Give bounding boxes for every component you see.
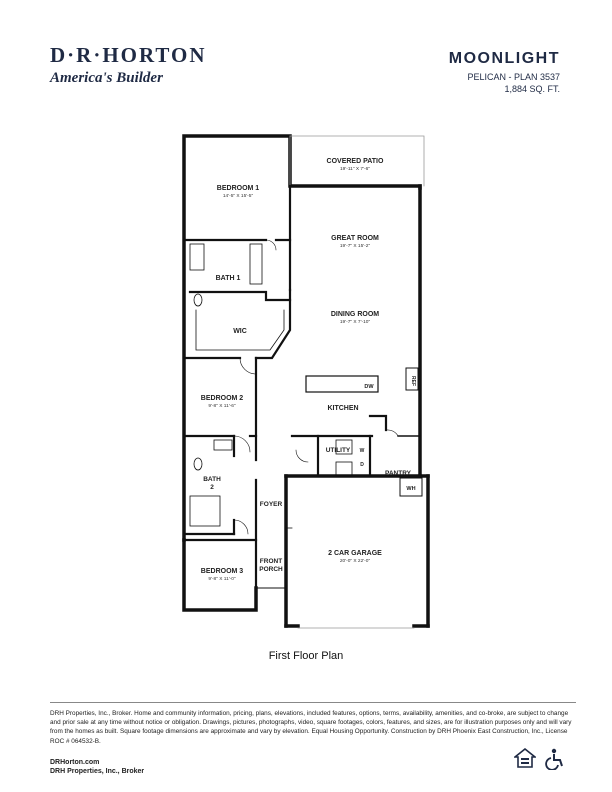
- dining-room-label: DINING ROOM: [331, 311, 379, 318]
- bath1-label: BATH 1: [216, 275, 241, 282]
- bath2-number: 2: [210, 484, 214, 491]
- footer-links: DRHorton.com DRH Properties, Inc., Broke…: [50, 758, 144, 776]
- front-porch-label: FRONT: [260, 558, 282, 565]
- garage-dims: 20'-0" X 22'-0": [340, 558, 371, 564]
- bath2-label: BATH: [203, 476, 221, 483]
- plan-name: MOONLIGHT: [448, 50, 560, 67]
- front-porch-label-2: PORCH: [259, 566, 283, 573]
- bedroom2-dims: 9'-8" X 11'-6": [208, 403, 236, 409]
- bedroom3-dims: 9'-8" X 11'-0": [208, 576, 236, 582]
- bedroom1-label: BEDROOM 1: [217, 185, 260, 192]
- foyer-label: FOYER: [260, 501, 283, 508]
- bedroom2-label: BEDROOM 2: [201, 395, 244, 402]
- covered-patio-label: COVERED PATIO: [327, 158, 384, 165]
- refrigerator-label: REF: [410, 376, 416, 386]
- covered-patio-dims: 19'-11" X 7'-6": [340, 166, 370, 172]
- bedroom3-label: BEDROOM 3: [201, 568, 244, 575]
- garage-label: 2 CAR GARAGE: [328, 550, 382, 557]
- wic-label: WIC: [233, 328, 247, 335]
- plan-sqft: 1,884 SQ. FT.: [504, 84, 560, 94]
- floor-plan-caption: First Floor Plan: [268, 650, 344, 662]
- legal-disclaimer: DRH Properties, Inc., Broker. Home and c…: [50, 710, 572, 745]
- bedroom1-dims: 14'-5" X 15'-5": [223, 193, 254, 199]
- water-heater-label: WH: [406, 486, 415, 492]
- footer-divider: [50, 702, 576, 703]
- dining-room-dims: 19'-7" X 7'-10": [340, 319, 371, 325]
- great-room-label: GREAT ROOM: [331, 235, 379, 242]
- plan-title-block: MOONLIGHT PELICAN - PLAN 3537 1,884 SQ. …: [449, 50, 560, 95]
- brand-tagline: America's Builder: [50, 70, 163, 86]
- equal-housing-icon: [514, 748, 536, 768]
- footer-icons: [514, 748, 566, 770]
- dryer-label: D: [360, 462, 364, 468]
- brand-block: D·R·HORTON America's Builder: [50, 44, 207, 87]
- kitchen-label: KITCHEN: [327, 405, 358, 412]
- washer-label: W: [360, 448, 365, 454]
- dishwasher-label: DW: [364, 384, 374, 390]
- drhorton-logo: D·R·HORTON: [50, 43, 207, 67]
- pantry-label: PANTRY: [385, 470, 412, 477]
- utility-label: UTILITY: [326, 447, 351, 454]
- great-room-dims: 19'-7" X 15'-2": [340, 243, 371, 249]
- website-link[interactable]: DRHorton.com: [50, 759, 100, 766]
- broker-name: DRH Properties, Inc., Broker: [50, 768, 145, 775]
- accessibility-icon: [545, 748, 563, 770]
- plan-series: PELICAN - PLAN 3537: [467, 72, 560, 82]
- room-labels: COVERED PATIO 19'-11" X 7'-6" BEDROOM 1 …: [201, 158, 416, 582]
- floor-plan: COVERED PATIO 19'-11" X 7'-6" BEDROOM 1 …: [182, 134, 430, 629]
